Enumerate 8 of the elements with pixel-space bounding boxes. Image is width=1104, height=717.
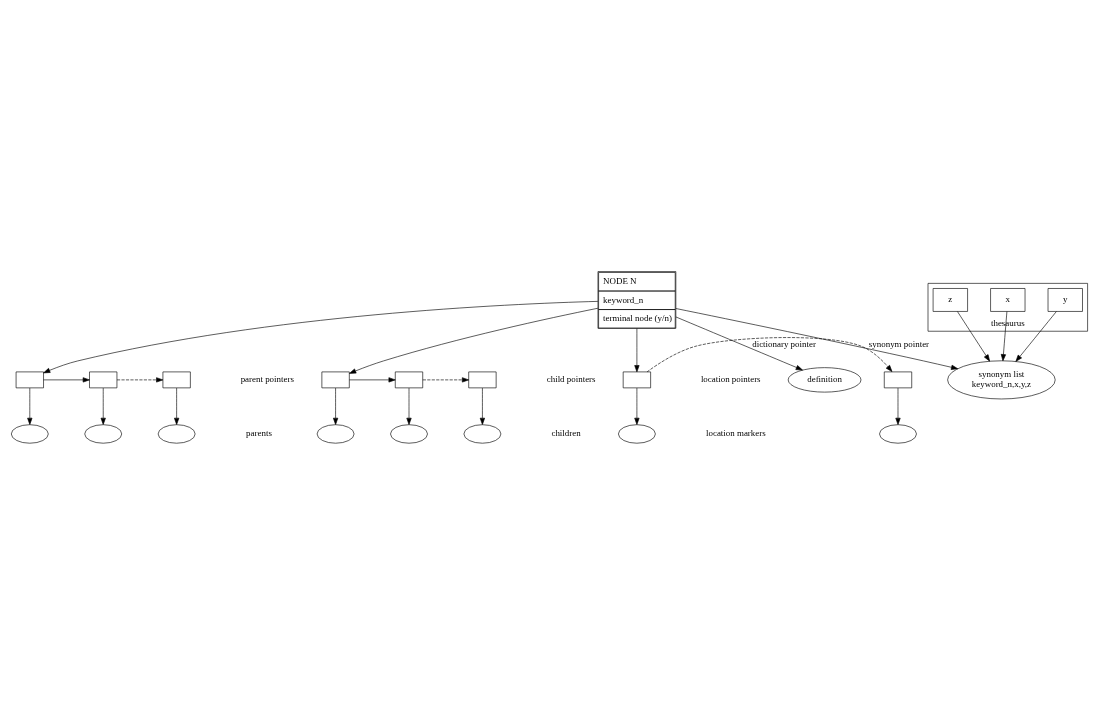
label: parents [246, 428, 272, 439]
edge-label: dictionary pointer [752, 339, 816, 350]
label: location markers [705, 428, 766, 439]
label: child pointers [546, 374, 596, 385]
label: children [551, 428, 581, 439]
label: location pointers [700, 374, 761, 385]
edge-label: synonym pointer [868, 339, 930, 350]
label: parent pointers [240, 374, 294, 385]
